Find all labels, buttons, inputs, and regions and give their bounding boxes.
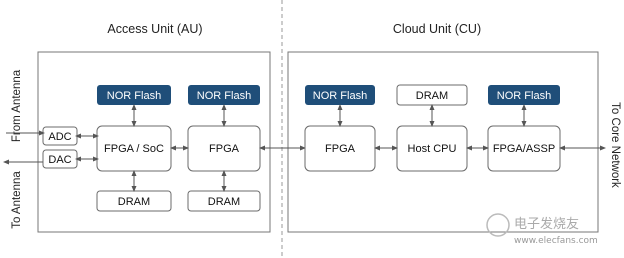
cloud-unit-title: Cloud Unit (CU)	[393, 22, 481, 36]
au-dram-2-label: DRAM	[208, 196, 240, 208]
au-connectors	[3, 104, 306, 192]
cu-connectors	[337, 104, 606, 151]
dac-block: DAC	[42, 149, 78, 169]
fpga-soc-label: FPGA / SoC	[104, 143, 164, 155]
cu-dram-label: DRAM	[416, 90, 448, 102]
cu-nor-flash-1-label: NOR Flash	[313, 90, 367, 102]
au-dram-2: DRAM	[187, 190, 261, 212]
cloud-unit-frame	[287, 51, 599, 233]
fpga-assp-block: FPGA/ASSP	[487, 125, 561, 172]
to-antenna-label: To Antenna	[11, 171, 23, 229]
au-nor-flash-2-label: NOR Flash	[197, 90, 251, 102]
from-antenna-label: From Antenna	[11, 69, 23, 142]
cu-fpga-block: FPGA	[304, 125, 376, 172]
watermark-logo-icon	[486, 213, 510, 237]
dac-label: DAC	[48, 154, 71, 166]
fpga-soc-block: FPGA / SoC	[96, 125, 172, 172]
host-cpu-block: Host CPU	[396, 125, 468, 172]
au-dram-1: DRAM	[96, 190, 172, 212]
au-nor-flash-2: NOR Flash	[188, 85, 260, 105]
cu-nor-flash-2: NOR Flash	[488, 85, 560, 105]
au-fpga-label: FPGA	[209, 143, 240, 155]
watermark-cn: 电子发烧友	[514, 216, 579, 232]
cu-fpga-label: FPGA	[325, 143, 356, 155]
watermark-url: www.elecfans.com	[514, 236, 598, 246]
cu-nor-flash-2-label: NOR Flash	[497, 90, 551, 102]
cu-nor-flash-1: NOR Flash	[305, 85, 375, 105]
au-nor-flash-1-label: NOR Flash	[107, 90, 161, 102]
au-nor-flash-1: NOR Flash	[97, 85, 171, 105]
host-cpu-label: Host CPU	[408, 143, 457, 155]
access-unit-title: Access Unit (AU)	[107, 22, 202, 36]
watermark: 电子发烧友 www.elecfans.com	[486, 213, 598, 246]
access-unit-frame	[37, 51, 271, 233]
to-core-network-label: To Core Network	[609, 102, 621, 188]
adc-block: ADC	[42, 126, 78, 146]
au-fpga-block: FPGA	[187, 125, 261, 172]
adc-label: ADC	[48, 131, 71, 143]
au-dram-1-label: DRAM	[118, 196, 150, 208]
cu-dram: DRAM	[396, 84, 468, 106]
fpga-assp-label: FPGA/ASSP	[493, 143, 555, 155]
